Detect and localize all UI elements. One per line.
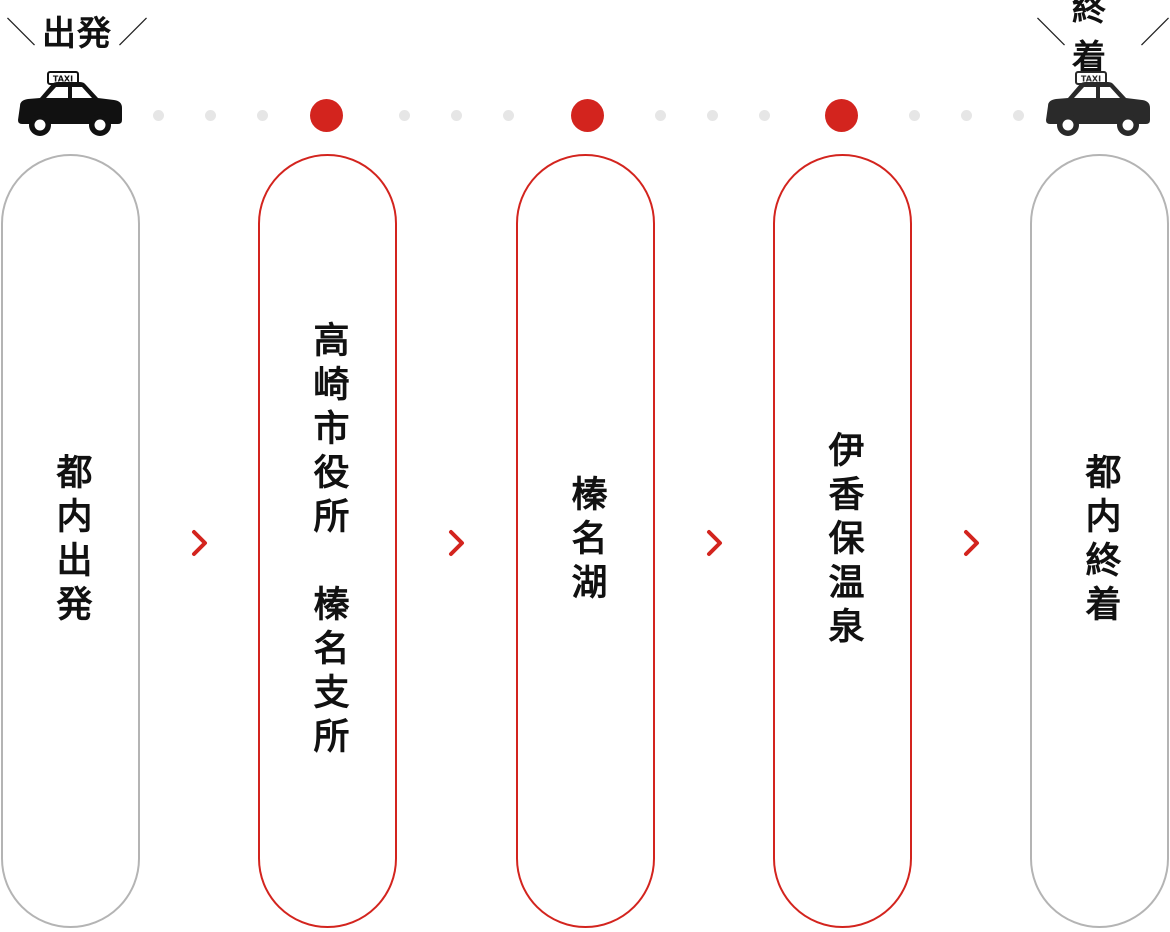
timeline-dot-small <box>153 110 164 121</box>
start-label: ＼ 出発 ／ <box>6 6 148 54</box>
timeline-dot-small <box>451 110 462 121</box>
step-label: 高崎市役所 榛名支所 <box>307 321 349 761</box>
taxi-start-icon: TAXI <box>18 71 122 136</box>
end-slash-left: ＼ <box>1036 16 1066 51</box>
step-pill-ikaho: 伊香保温泉 <box>773 154 912 928</box>
svg-text:TAXI: TAXI <box>1081 75 1101 84</box>
end-slash-right: ／ <box>1140 16 1170 51</box>
timeline-dot-small <box>257 110 268 121</box>
start-slash-left: ＼ <box>6 16 36 51</box>
chevron-right-icon <box>192 530 207 556</box>
end-label: ＼ 終着 ／ <box>1036 0 1170 78</box>
timeline-dot-small <box>1013 110 1024 121</box>
timeline-dot-small <box>759 110 770 121</box>
timeline-dot-small <box>655 110 666 121</box>
timeline-dot-stop <box>310 99 343 132</box>
step-pill-takasaki: 高崎市役所 榛名支所 <box>258 154 397 928</box>
chevron-right-icon <box>707 530 722 556</box>
chevron-right-icon <box>449 530 464 556</box>
timeline-dot-small <box>205 110 216 121</box>
end-label-text: 終着 <box>1072 0 1107 78</box>
step-label: 伊香保温泉 <box>822 431 864 651</box>
timeline-dot-small <box>909 110 920 121</box>
start-label-text: 出発 <box>42 13 112 54</box>
step-label: 都内出発 <box>50 453 92 629</box>
timeline-dot-small <box>707 110 718 121</box>
timeline-dot-stop <box>825 99 858 132</box>
timeline-dot-small <box>503 110 514 121</box>
step-pill-start: 都内出発 <box>1 154 140 928</box>
taxi-end-icon: TAXI <box>1046 71 1150 136</box>
svg-text:TAXI: TAXI <box>53 75 73 84</box>
step-pill-haruna-lake: 榛名湖 <box>516 154 655 928</box>
timeline-dot-stop <box>571 99 604 132</box>
step-label: 榛名湖 <box>565 475 607 607</box>
start-slash-right: ／ <box>118 16 148 51</box>
step-label: 都内終着 <box>1079 453 1121 629</box>
timeline-dot-small <box>961 110 972 121</box>
timeline-dot-small <box>399 110 410 121</box>
chevron-right-icon <box>964 530 979 556</box>
step-pill-end: 都内終着 <box>1030 154 1169 928</box>
